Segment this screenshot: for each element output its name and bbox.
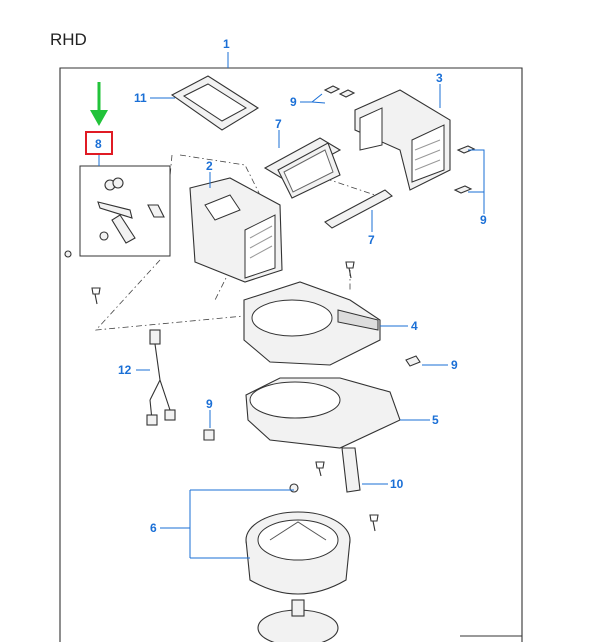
callout-1[interactable]: 1 (223, 37, 230, 51)
callout-9-top[interactable]: 9 (290, 95, 297, 109)
door-part-upper (263, 137, 342, 199)
callout-7-upper[interactable]: 7 (275, 117, 282, 131)
rod-part-lower (324, 189, 393, 229)
callout-5[interactable]: 5 (432, 413, 439, 427)
blower-motor-part (245, 511, 351, 642)
callout-10[interactable]: 10 (390, 477, 404, 491)
callout-2[interactable]: 2 (206, 159, 213, 173)
gasket-part (170, 75, 260, 131)
pointer-arrow-icon (90, 82, 108, 126)
leader-lines (98, 84, 485, 559)
upper-blower-housing-part (243, 281, 381, 366)
clip-parts (203, 85, 476, 441)
highlight-box (85, 131, 113, 155)
callout-4[interactable]: 4 (411, 319, 418, 333)
inlet-housing-part (189, 177, 283, 283)
callout-8[interactable]: 8 (95, 137, 102, 151)
recirculation-housing-part (354, 89, 451, 191)
lower-blower-housing-part (245, 377, 401, 449)
callout-9-mid[interactable]: 9 (451, 358, 458, 372)
diagram-title: RHD (50, 30, 87, 49)
callout-7-lower[interactable]: 7 (368, 233, 375, 247)
kit-box-part (64, 165, 171, 258)
callout-11[interactable]: 11 (134, 91, 147, 105)
callout-12[interactable]: 12 (118, 363, 132, 377)
bracket-part (341, 447, 361, 493)
assembly-frame (59, 67, 523, 642)
wiring-harness-part (146, 329, 176, 426)
screw-parts (91, 261, 379, 532)
callout-3[interactable]: 3 (436, 71, 443, 85)
callout-9-left[interactable]: 9 (206, 397, 213, 411)
callout-9-right[interactable]: 9 (480, 213, 487, 227)
assembly-guide-lines (95, 154, 261, 331)
callout-6[interactable]: 6 (150, 521, 157, 535)
